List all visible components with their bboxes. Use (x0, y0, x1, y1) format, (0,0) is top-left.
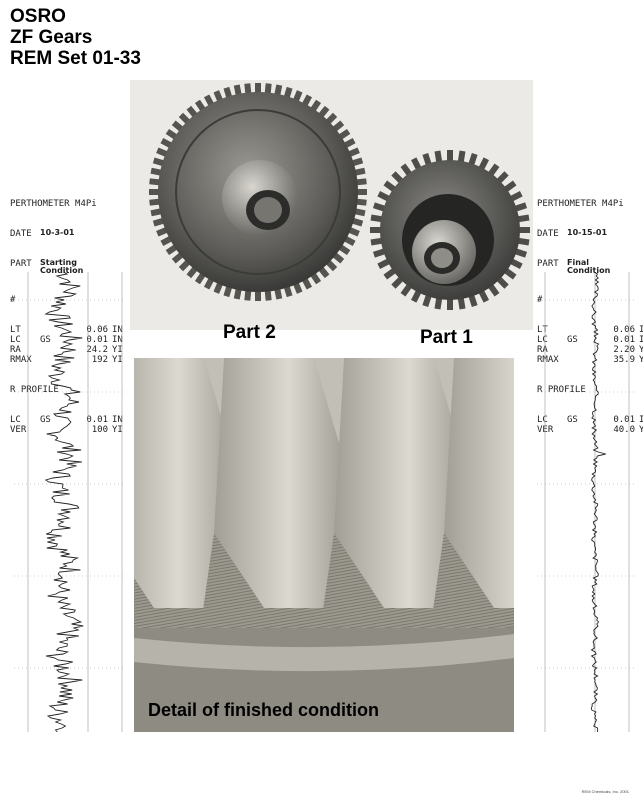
readout-u: YI (639, 345, 643, 355)
profile-label: R PROFILE (537, 385, 586, 395)
readout-u: YI (639, 355, 643, 365)
readout-k: LC (10, 415, 21, 425)
readout-v: 0.01 (613, 335, 635, 345)
right-perthometer-readout: PERTHOMETER M4Pi DATE 10-15-01 PART Final … (537, 179, 643, 445)
readout-row: VER 100 YI (10, 425, 126, 435)
readout-k: RA (10, 345, 21, 355)
part-value: Final Condition (567, 258, 611, 275)
readout-v: 100 (91, 425, 108, 435)
readout-v: 0.06 (86, 325, 108, 335)
readout-sub: GS (567, 335, 578, 345)
date-value: 10-15-01 (567, 228, 608, 237)
part-label: PART (537, 259, 559, 269)
date-label: DATE (10, 229, 32, 239)
detail-caption: Detail of finished condition (148, 700, 379, 720)
part-1-gear (370, 150, 530, 310)
gears-illustration (149, 83, 530, 310)
readout-k: RMAX (10, 355, 32, 365)
date-label: DATE (537, 229, 559, 239)
part-label: PART (10, 259, 32, 269)
readout-k: RA (537, 345, 548, 355)
readout-u: IN (639, 335, 643, 345)
readout-v: 35.9 (613, 355, 635, 365)
part-2-gear (149, 83, 367, 301)
readout-row: LC GS 0.01 IN (537, 415, 643, 425)
readout-u: YI (112, 355, 123, 365)
gears-photo (130, 80, 533, 330)
readout-row: RMAX 192 YI (10, 355, 126, 365)
readout-v: 2.20 (613, 345, 635, 355)
readout-row: LT 0.06 IN (10, 325, 126, 335)
left-trace-grid (14, 272, 126, 732)
readout-u: IN (112, 335, 123, 345)
readout-row: RMAX 35.9 YI (537, 355, 643, 365)
readout-v: 40.0 (613, 425, 635, 435)
part-value: Starting Condition (40, 258, 84, 275)
hash-label: # (537, 295, 543, 305)
profile-label: R PROFILE (10, 385, 59, 395)
readout-row: LC GS 0.01 IN (537, 335, 643, 345)
readout-k: LT (10, 325, 21, 335)
readout-v: 0.01 (613, 415, 635, 425)
readout-u: IN (639, 325, 643, 335)
left-perthometer-readout: PERTHOMETER M4Pi DATE 10-3-01 PART Startin… (10, 179, 126, 445)
readout-u: IN (639, 415, 643, 425)
readout-u: YI (112, 345, 123, 355)
readout-row: LC GS 0.01 IN (10, 415, 126, 425)
title-line-1: OSRO (10, 6, 66, 27)
readout-sub: GS (40, 335, 51, 345)
readout-u: YI (112, 425, 123, 435)
date-value: 10-3-01 (40, 228, 75, 237)
readout-k: LC (537, 415, 548, 425)
hash-label: # (10, 295, 16, 305)
readout-sub: GS (40, 415, 51, 425)
readout-u: YI (639, 425, 643, 435)
readout-u: IN (112, 325, 123, 335)
readout-row: LT 0.06 IN (537, 325, 643, 335)
readout-k: LC (537, 335, 548, 345)
readout-v: 192 (91, 355, 108, 365)
readout-sub: GS (567, 415, 578, 425)
readout-row: RA 24.2 YI (10, 345, 126, 355)
right-trace-grid (537, 272, 637, 732)
detail-photo (134, 358, 514, 732)
right-roughness-profile (537, 272, 637, 732)
right-trace-line (590, 272, 606, 732)
readout-v: 0.01 (86, 415, 108, 425)
title-line-2: ZF Gears (10, 27, 93, 48)
readout-v: 0.01 (86, 335, 108, 345)
document-title: OSRO ZF Gears REM Set 01-33 (10, 6, 141, 69)
copyright-footer: REM Chemicals, Inc. 2001 (581, 789, 629, 794)
left-trace-line (44, 272, 84, 732)
readout-k: RMAX (537, 355, 559, 365)
readout-k: LT (537, 325, 548, 335)
left-roughness-profile (14, 272, 126, 732)
tooth-detail-illustration (134, 358, 514, 732)
device-name: PERTHOMETER M4Pi (537, 199, 624, 209)
readout-u: IN (112, 415, 123, 425)
device-name: PERTHOMETER M4Pi (10, 199, 97, 209)
readout-row: LC GS 0.01 IN (10, 335, 126, 345)
readout-k: LC (10, 335, 21, 345)
part-2-caption: Part 2 (223, 322, 276, 343)
part-1-caption: Part 1 (420, 327, 473, 348)
readout-k: VER (10, 425, 27, 435)
readout-v: 24.2 (86, 345, 108, 355)
readout-v: 0.06 (613, 325, 635, 335)
title-line-3: REM Set 01-33 (10, 48, 141, 69)
readout-row: RA 2.20 YI (537, 345, 643, 355)
